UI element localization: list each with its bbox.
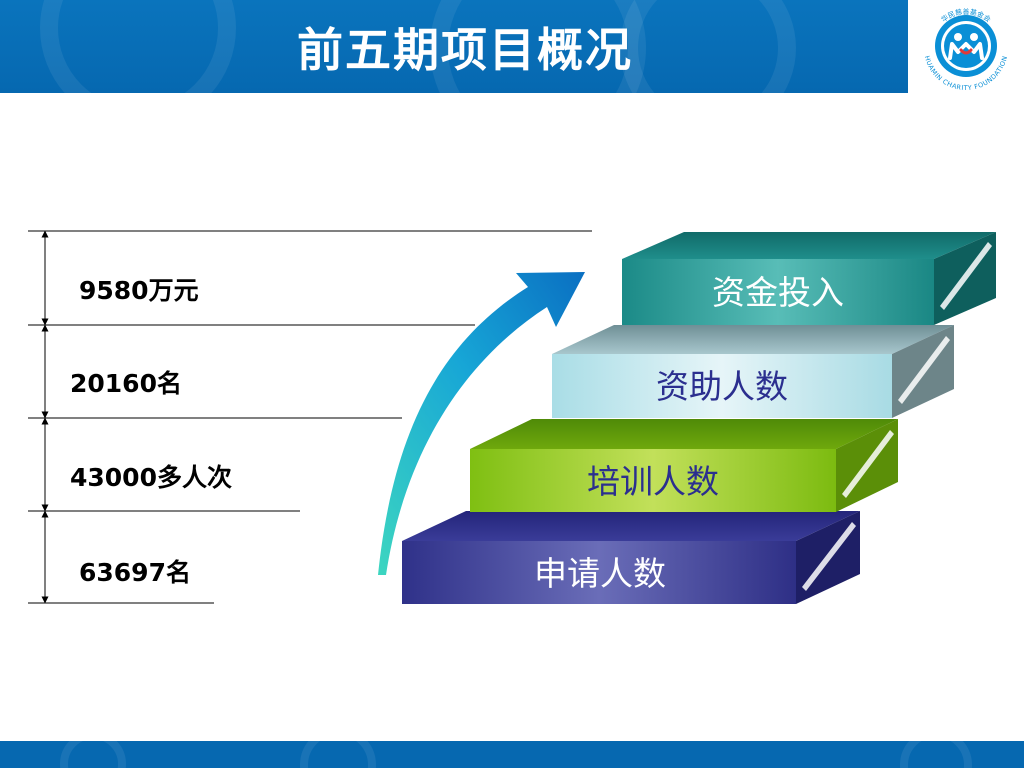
watermark-circle <box>60 741 126 768</box>
stat-funding-value: 9580万元 <box>79 276 199 305</box>
page-title: 前五期项目概况 <box>297 23 633 77</box>
stat-applicants-value: 63697名 <box>79 558 191 587</box>
charity-foundation-logo-icon: 华民慈善基金会 HUAMIN CHARITY FOUNDATION <box>923 7 1009 92</box>
logo: 华民慈善基金会 HUAMIN CHARITY FOUNDATION <box>908 0 1024 93</box>
growth-arrow <box>378 272 585 575</box>
step-label-applicants: 申请人数 <box>534 554 666 593</box>
footer-bar <box>0 741 1024 768</box>
watermark-circle <box>620 0 796 93</box>
watermark-circle <box>300 741 376 768</box>
stat-trained-value: 43000多人次 <box>70 463 232 492</box>
step-applicants <box>402 511 860 604</box>
step-label-trained: 培训人数 <box>587 462 719 501</box>
step-funding <box>622 232 996 325</box>
step-trained <box>470 419 898 512</box>
stat-funded-value: 20160名 <box>70 369 182 398</box>
watermark-circle <box>900 741 972 768</box>
step-label-funding: 资金投入 <box>712 273 844 312</box>
step-funded <box>552 325 954 418</box>
header-bar: 前五期项目概况 华民慈善基金会 HUAMIN CHARITY FOUNDATIO… <box>0 0 1024 93</box>
step-label-funded: 资助人数 <box>656 367 788 406</box>
